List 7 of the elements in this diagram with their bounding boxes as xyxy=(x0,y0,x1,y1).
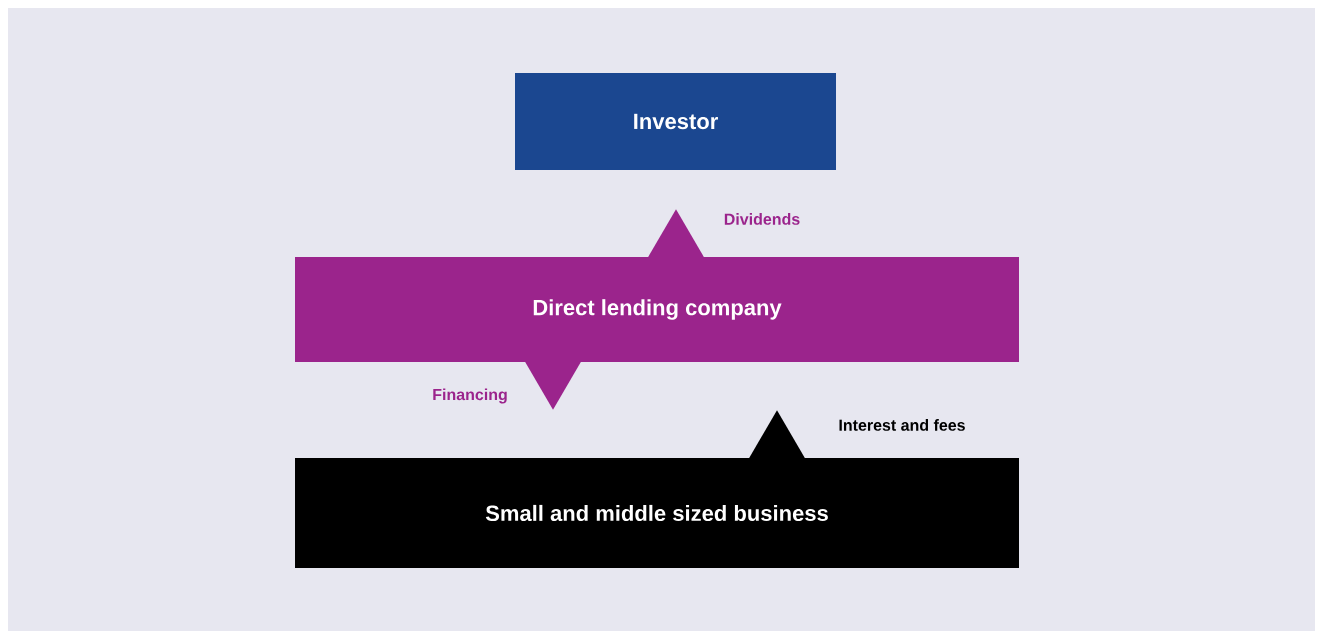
process-box: Investor xyxy=(515,73,836,170)
edge-label: Financing xyxy=(431,387,509,405)
edge-label: Dividends xyxy=(722,212,802,226)
arrow xyxy=(648,209,704,258)
arrow xyxy=(749,410,805,459)
edge-label: Interest and fees xyxy=(837,418,967,432)
arrow xyxy=(525,361,581,410)
